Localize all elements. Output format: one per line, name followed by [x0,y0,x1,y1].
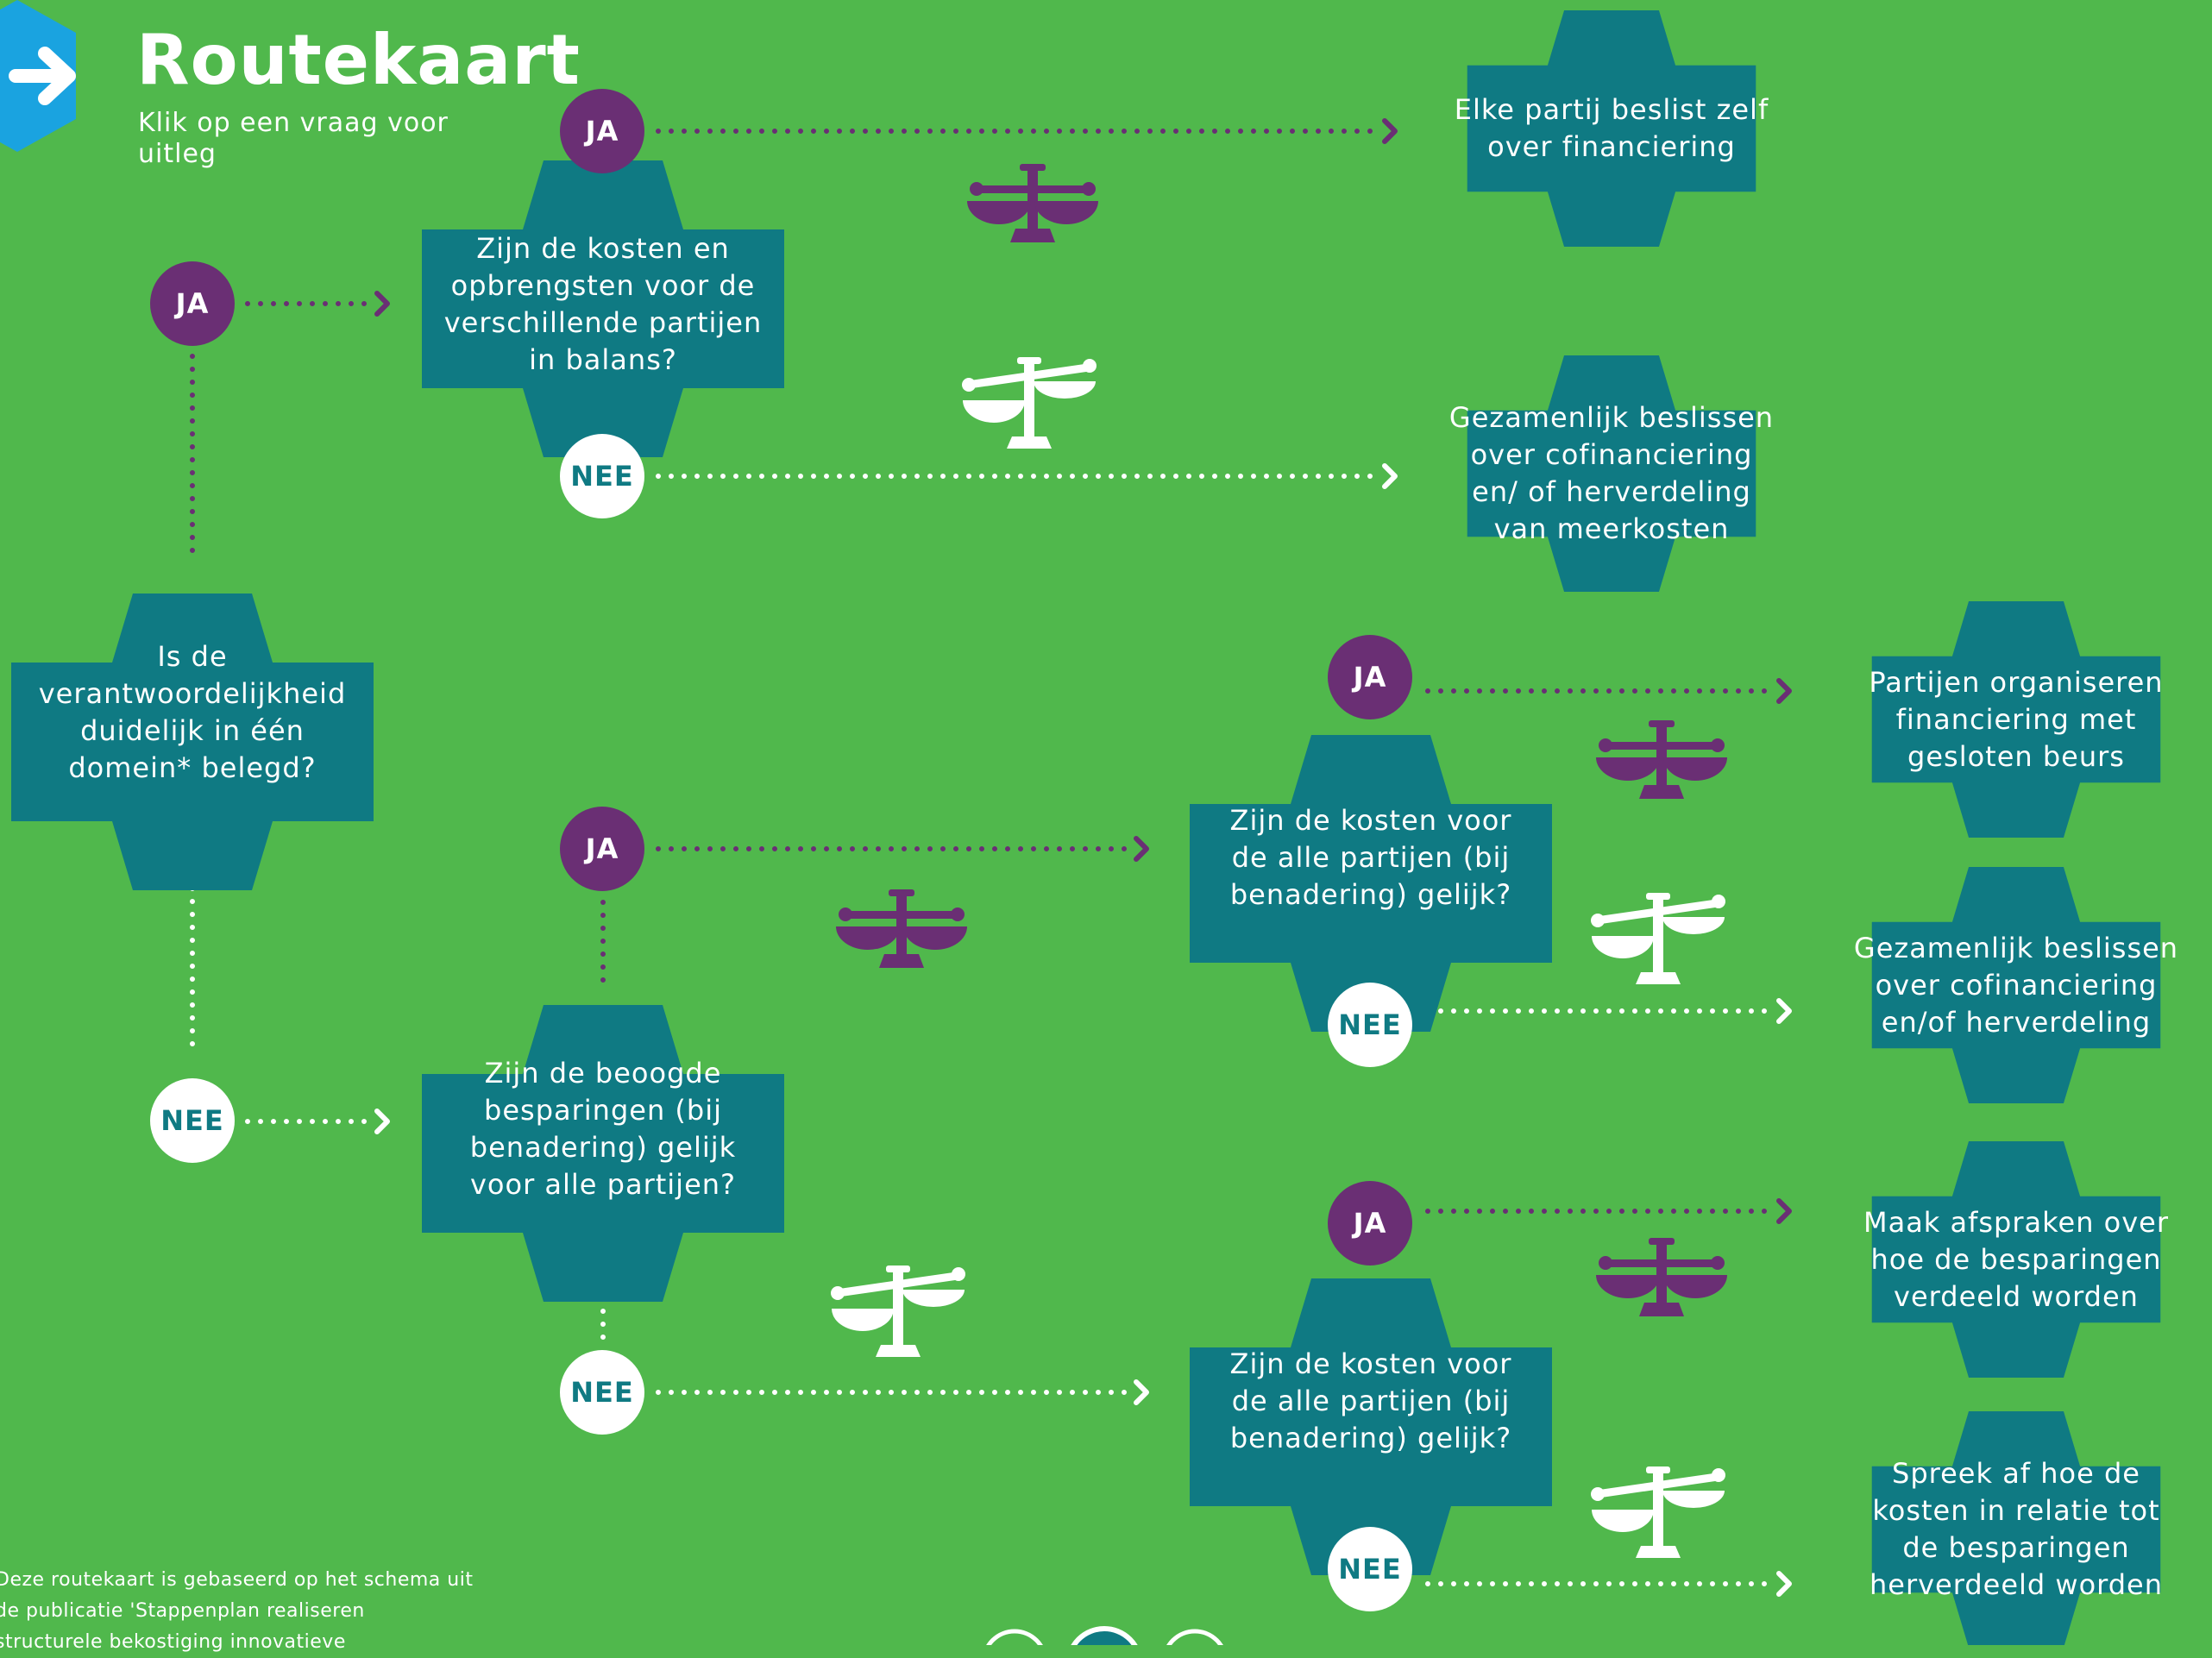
yes-badge[interactable]: JA [560,89,644,173]
no-badge[interactable]: NEE [560,1350,644,1435]
arrowhead [1134,1379,1149,1405]
question-costs-b[interactable]: Zijn de kosten voor de alle partijen (bi… [1229,1347,1512,1454]
scale-tilted-icon [962,357,1097,449]
arrowhead [1776,678,1792,704]
scale-tilted-icon [1591,1466,1725,1558]
outcome-joint[interactable]: Gezamenlijk beslissen over cofinancierin… [1448,401,1775,545]
no-badge[interactable]: NEE [1328,1527,1412,1611]
scale-balanced-icon [1596,1238,1727,1316]
outcome-self[interactable]: Elke partij beslist zelf over financieri… [1454,93,1769,163]
footnote: Deze routekaart is gebaseerd op het sche… [0,1569,474,1653]
yes-badge[interactable]: JA [1328,635,1412,719]
page-title: Routekaart [136,20,581,100]
question-domain[interactable]: Is de verantwoordelijkheid duidelijk in … [38,640,347,784]
outcome-joint2[interactable]: Gezamenlijk beslissen over cofinancierin… [1853,931,2179,1039]
outcome-costs[interactable]: Spreek af hoe de kosten in relatie tot d… [1869,1457,2164,1601]
nav-home-button[interactable] [1068,1626,1141,1645]
question-costs-a[interactable]: Zijn de kosten voor de alle partijen (bi… [1229,803,1512,911]
question-savings[interactable]: Zijn de beoogde besparingen (bij benader… [469,1057,737,1201]
arrowhead [374,291,390,317]
outcome-closed[interactable]: Partijen organiseren financiering met ge… [1869,665,2164,773]
outcome-agree[interactable]: Maak afspraken over hoe de besparingen v… [1863,1205,2170,1313]
arrowhead [374,1108,390,1134]
scale-balanced-icon [1596,720,1727,799]
no-badge[interactable]: NEE [150,1078,235,1163]
yes-badge[interactable]: JA [560,807,644,891]
no-badge[interactable]: NEE [1328,983,1412,1067]
nav-next-button[interactable] [1164,1629,1226,1645]
arrowhead [1776,1571,1792,1597]
scale-balanced-icon [967,164,1098,242]
arrowhead [1134,836,1149,862]
bottom-nav[interactable] [983,1626,1226,1645]
nav-prev-button[interactable] [983,1629,1046,1645]
scale-tilted-icon [1591,893,1725,984]
yes-badge[interactable]: JA [150,261,235,346]
arrow-right-icon [0,0,76,152]
question-balance[interactable]: Zijn de kosten en opbrengsten voor de ve… [443,232,763,376]
scale-balanced-icon [836,889,967,968]
scale-tilted-icon [831,1265,965,1357]
yes-badge[interactable]: JA [1328,1181,1412,1265]
arrowhead [1776,998,1792,1024]
arrowhead [1382,118,1398,144]
arrowhead [1382,463,1398,489]
no-badge[interactable]: NEE [560,434,644,518]
arrowhead [1776,1198,1792,1224]
page-subtitle: Klik op een vraag voor uitleg [138,108,449,169]
